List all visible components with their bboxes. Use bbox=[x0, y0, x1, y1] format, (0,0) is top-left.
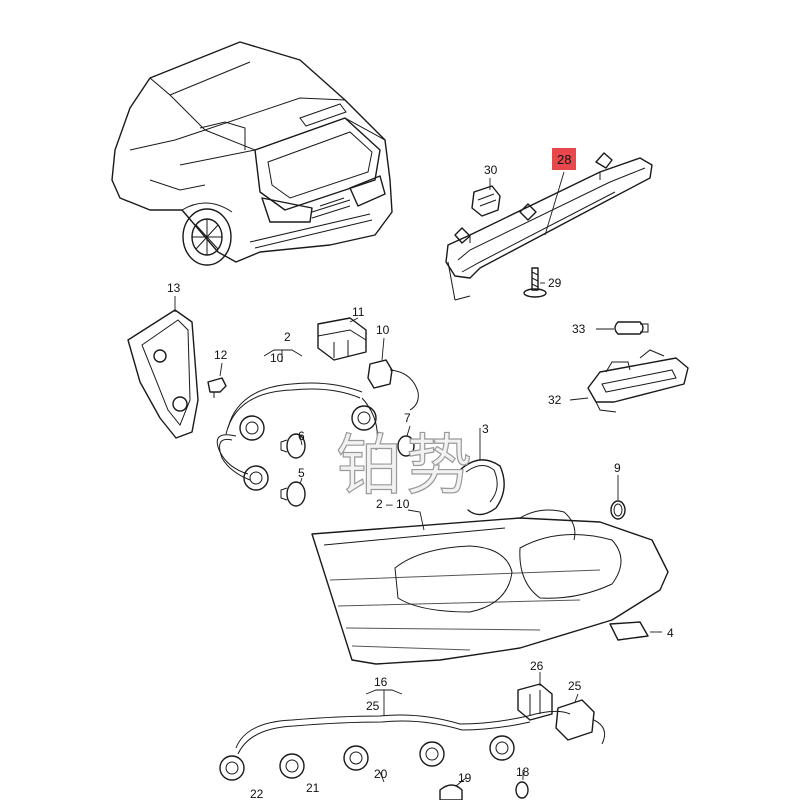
label-12: 12 bbox=[214, 348, 228, 362]
label-10: 10 bbox=[376, 323, 390, 337]
licence-plate-lamp-32 bbox=[587, 349, 689, 413]
label-5: 5 bbox=[298, 466, 305, 480]
highlight-box-28 bbox=[552, 148, 576, 170]
label-2: 2 bbox=[284, 330, 291, 344]
label-4: 4 bbox=[667, 626, 674, 640]
label-33: 33 bbox=[572, 322, 586, 336]
connector-11 bbox=[317, 317, 367, 361]
screw-29 bbox=[523, 267, 547, 298]
label-3: 3 bbox=[482, 422, 489, 436]
connector-30 bbox=[471, 185, 501, 217]
leader-lines bbox=[174, 171, 662, 787]
label-16-25: 25 bbox=[366, 699, 380, 713]
label-22: 22 bbox=[250, 787, 264, 800]
label-2-10: 10 bbox=[270, 351, 284, 365]
seal-ring-9 bbox=[610, 500, 626, 520]
label-21: 21 bbox=[306, 781, 320, 795]
bulb-33 bbox=[614, 321, 649, 335]
label-13: 13 bbox=[167, 281, 181, 295]
bulb-7 bbox=[397, 435, 415, 457]
bulb-6 bbox=[280, 433, 306, 459]
vehicle-illustration bbox=[111, 41, 393, 266]
label-9: 9 bbox=[614, 461, 621, 475]
watermark-text: 铂势 bbox=[336, 427, 476, 504]
label-20: 20 bbox=[374, 767, 388, 781]
label-19: 19 bbox=[458, 771, 472, 785]
bulb-5 bbox=[280, 481, 306, 507]
bulb-18 bbox=[515, 781, 529, 799]
label-7: 7 bbox=[404, 411, 411, 425]
wiring-harness-16 bbox=[219, 710, 571, 781]
label-28: 28 bbox=[557, 152, 571, 167]
label-11: 11 bbox=[352, 305, 365, 319]
label-16: 16 bbox=[374, 675, 388, 689]
label-25: 25 bbox=[568, 679, 582, 693]
connector-25 bbox=[555, 699, 606, 745]
side-cover-13 bbox=[127, 309, 199, 439]
label-18: 18 bbox=[516, 765, 530, 779]
label-26: 26 bbox=[530, 659, 544, 673]
pad-4 bbox=[609, 621, 649, 641]
tail-light-housing bbox=[311, 509, 669, 665]
clip-12 bbox=[207, 377, 227, 398]
connector-10 bbox=[367, 359, 419, 411]
wiring-harness-2 bbox=[216, 382, 378, 491]
bulb-19 bbox=[439, 784, 463, 800]
label-2-dash-10: 2 – 10 bbox=[376, 497, 410, 511]
label-30: 30 bbox=[484, 163, 498, 177]
part-labels: 30 28 29 33 32 13 12 11 10 2 10 6 5 7 3 … bbox=[167, 148, 674, 800]
label-32: 32 bbox=[548, 393, 562, 407]
label-29: 29 bbox=[548, 276, 562, 290]
high-mount-brake-light bbox=[445, 152, 653, 301]
label-6: 6 bbox=[298, 429, 305, 443]
